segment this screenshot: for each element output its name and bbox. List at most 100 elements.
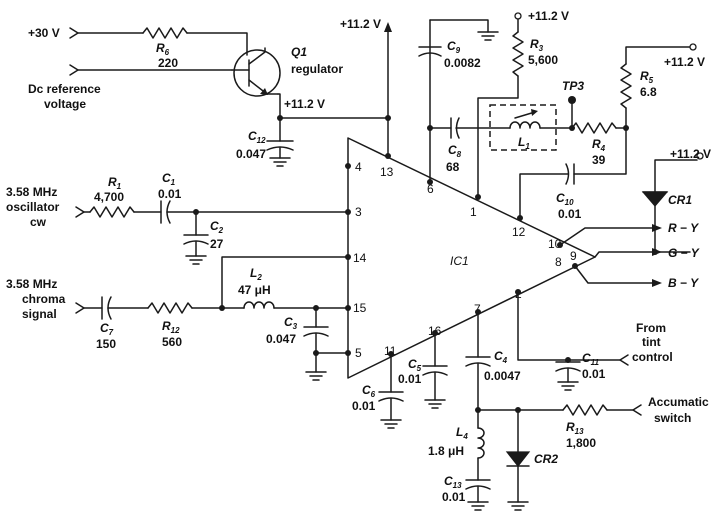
wire-ry xyxy=(559,227,653,246)
q1-label: Q1 xyxy=(291,45,307,59)
c6-label: C6 xyxy=(362,383,376,399)
c5-plate-bottom xyxy=(422,371,448,376)
ground-c5 xyxy=(424,399,446,409)
chroma-label-3: signal xyxy=(22,307,57,321)
ry-arrow xyxy=(652,224,662,232)
wire-cr1-supply xyxy=(654,159,698,193)
r6-label: R6 xyxy=(156,41,170,57)
r6-resistor xyxy=(142,27,188,39)
plus112-label-3: +11.2 V xyxy=(664,55,705,69)
c3-label: C3 xyxy=(284,315,298,331)
pin6-node xyxy=(427,179,433,185)
ground-c11 xyxy=(557,381,579,391)
c10-value: 0.01 xyxy=(558,207,582,221)
junction-pin13 xyxy=(385,115,391,121)
l1-label: L1 xyxy=(518,135,530,151)
accumatic-label-1: Accumatic xyxy=(648,395,709,409)
c12-label: C12 xyxy=(248,129,266,145)
c1-label: C1 xyxy=(162,171,176,187)
pin14-node xyxy=(345,254,351,260)
r3-resistor xyxy=(512,31,524,77)
c12-plate-bottom xyxy=(266,146,294,151)
r5-value: 6.8 xyxy=(640,85,657,99)
r5-supply-terminal xyxy=(689,43,697,51)
tint-label-2: tint xyxy=(642,335,661,349)
pin-1: 1 xyxy=(470,205,477,219)
c2-value: 27 xyxy=(210,237,224,251)
c13-value: 0.01 xyxy=(442,490,466,504)
r13-resistor xyxy=(562,404,608,416)
r4-label: R4 xyxy=(592,137,606,153)
l2-inductor xyxy=(243,301,275,309)
plus112-arrow-top xyxy=(384,22,392,32)
cr1-supply-terminal xyxy=(696,152,704,160)
q1-transistor xyxy=(231,47,281,97)
cr1-diode xyxy=(641,191,669,207)
by-label: B − Y xyxy=(668,276,699,290)
l4-inductor xyxy=(477,427,485,459)
wire-r3-pin1 xyxy=(477,75,519,198)
tint-input-arrow xyxy=(619,354,629,366)
c11-plate-bottom xyxy=(555,367,581,372)
l4-label: L4 xyxy=(456,425,468,441)
r1-label: R1 xyxy=(108,175,122,191)
pin-6: 6 xyxy=(427,182,434,196)
r12-value: 560 xyxy=(162,335,182,349)
dc-ref-label-1: Dc reference xyxy=(28,82,101,96)
l1-arrowhead xyxy=(531,109,538,116)
pin-3: 3 xyxy=(355,205,362,219)
tint-label-1: From xyxy=(636,321,666,335)
r12-label: R12 xyxy=(162,319,180,335)
c9-label: C9 xyxy=(447,39,461,55)
c6-plate-bottom xyxy=(378,397,404,402)
wire-r6-q1 xyxy=(186,32,248,56)
pin-7: 7 xyxy=(474,302,481,316)
ground-c9 xyxy=(477,31,499,41)
dc-reference-arrow xyxy=(69,64,79,76)
osc-label-3: cw xyxy=(30,215,47,229)
pin-10: 10 xyxy=(548,237,562,251)
c2-label: C2 xyxy=(210,219,224,235)
c8-value: 68 xyxy=(446,160,460,174)
osc-input-arrow xyxy=(75,206,85,218)
pin-14: 14 xyxy=(353,251,367,265)
chroma-label-2: chroma xyxy=(22,292,66,306)
cr2-label: CR2 xyxy=(534,452,558,466)
plus112-label-2: +11.2 V xyxy=(528,9,569,23)
l2-label: L2 xyxy=(250,266,262,282)
wire-r5-supply xyxy=(625,46,691,65)
chroma-label-1: 3.58 MHz xyxy=(6,277,57,291)
r13-label: R13 xyxy=(566,420,584,436)
c2-plate-bottom xyxy=(183,240,209,245)
wire-q1-emitter xyxy=(277,93,389,119)
pin-12: 12 xyxy=(512,225,526,239)
plus30v-label: +30 V xyxy=(28,26,60,40)
accumatic-label-2: switch xyxy=(654,411,691,425)
c11-value: 0.01 xyxy=(582,367,606,381)
l2-value: 47 μH xyxy=(238,283,271,297)
pin-4: 4 xyxy=(355,160,362,174)
ground-cr2 xyxy=(507,501,529,511)
ground-c2 xyxy=(185,255,207,265)
c3-plate-bottom xyxy=(303,332,329,337)
c7-label: C7 xyxy=(100,321,114,337)
plus30v-input-arrow xyxy=(69,27,79,39)
r1-resistor xyxy=(89,206,135,218)
c7-value: 150 xyxy=(96,337,116,351)
gy-arrow xyxy=(652,248,662,256)
c9-value: 0.0082 xyxy=(444,56,481,70)
r3-value: 5,600 xyxy=(528,53,558,67)
r5-label: R5 xyxy=(640,69,654,85)
pin4-node xyxy=(345,163,351,169)
wire-c10-pin12 xyxy=(519,173,569,219)
l1-shield-box xyxy=(489,104,557,151)
c5-value: 0.01 xyxy=(398,372,422,386)
r4-resistor xyxy=(571,122,617,134)
ground-c3 xyxy=(305,371,327,381)
plus112-label-4: +11.2 V xyxy=(670,147,711,161)
c6-value: 0.01 xyxy=(352,399,376,413)
pin5-node xyxy=(345,350,351,356)
by-arrow xyxy=(652,279,662,287)
c12-value: 0.047 xyxy=(236,147,266,161)
